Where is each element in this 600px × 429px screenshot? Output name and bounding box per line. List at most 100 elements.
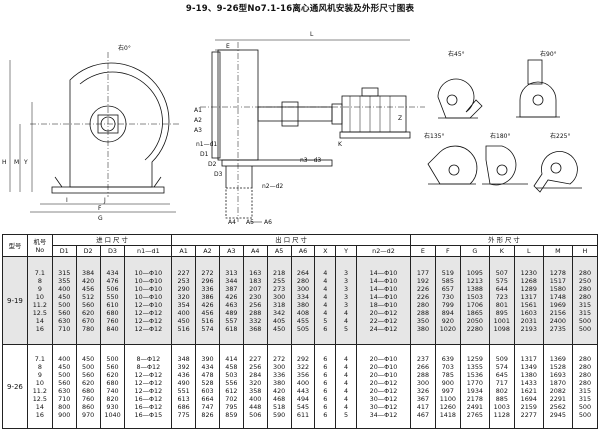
- col-header: X: [314, 245, 337, 257]
- col-header: E: [409, 245, 436, 257]
- front-view: [9, 52, 180, 213]
- cell-a5: 218 255 273 300 318 342 405 450: [266, 256, 292, 345]
- col-header: G: [459, 245, 490, 257]
- dim-n3d3-label: n3—d3: [300, 157, 321, 164]
- col-header: A5: [266, 245, 292, 257]
- cell-g: 1095 1213 1388 1503 1706 1865 2050 2280: [459, 256, 490, 345]
- table-header-group-row: 型号 机号 No 进 口 尺 寸 出 口 尺 寸 外 形 尺 寸: [2, 234, 599, 257]
- cell-a1: 348 392 436 490 551 613 686 775: [171, 344, 197, 429]
- col-header: A2: [195, 245, 220, 257]
- cell-k: 509 574 645 717 802 885 1003 1128: [488, 344, 515, 429]
- cell-d2: 450 500 560 620 680 760 860 970: [75, 344, 101, 429]
- cell-e: 177 192 226 226 280 288 350 380: [409, 256, 436, 345]
- col-header: A3: [218, 245, 244, 257]
- col-header: F: [434, 245, 461, 257]
- page-title: 9-19、9-26型No7.1-16离心通风机安装及外形尺寸图表: [185, 4, 415, 14]
- dim-a3-label: A3: [194, 127, 202, 134]
- cell-x: 4 4 4 4 4 4 5 6: [314, 256, 337, 345]
- cell-m: 1369 1528 1693 1870 2082 2291 2562 2945: [542, 344, 573, 429]
- cell-l: 1317 1349 1380 1433 1621 1694 2159 2277: [513, 344, 544, 429]
- dim-l-label: L: [310, 31, 314, 38]
- inlet-group-header: 进 口 尺 寸: [51, 234, 173, 246]
- col-type-header: 型号: [2, 234, 28, 257]
- group-9-19: 9-19 7.1 8 9 10 11.2 12.5 14 16 315 355 …: [2, 256, 599, 345]
- cell-n2d2: 14—Φ10 14—Φ10 14—Φ10 14—Φ10 18—Φ10 20—Φ1…: [355, 256, 411, 345]
- orientation-135: [427, 145, 478, 185]
- cell-d1: 400 450 500 560 630 710 800 900: [51, 344, 77, 429]
- dim-a4-label: A4: [228, 219, 236, 226]
- dim-f-label: F: [98, 205, 102, 212]
- dimension-table: 型号 机号 No 进 口 尺 寸 出 口 尺 寸 外 形 尺 寸 D1 D2 D…: [2, 234, 599, 429]
- dim-h-label: H: [2, 159, 7, 166]
- dim-n2d2-label: n2—d2: [262, 183, 283, 190]
- side-view: [200, 39, 425, 223]
- orientation-225: [533, 151, 582, 193]
- drawing-labels: 右0° H M Y I J F G L E A1 A2 A3 n1—d1 D1 …: [2, 31, 570, 226]
- col-header: A4: [242, 245, 268, 257]
- dim-j-label: J: [103, 197, 106, 204]
- col-header: n1—d1: [124, 245, 173, 257]
- cell-a4: 163 183 207 230 256 288 332 368: [242, 256, 268, 345]
- cell-y: 3 3 3 3 3 4 4 5: [335, 256, 357, 345]
- cell-y: 4 4 4 4 4 4 4 5: [335, 344, 357, 429]
- dim-y-label: Y: [23, 159, 28, 166]
- col-header: M: [542, 245, 573, 257]
- dim-g-label: G: [98, 215, 103, 222]
- installation-drawing: 右0° H M Y I J F G L E A1 A2 A3 n1—d1 D1 …: [2, 31, 582, 226]
- col-header: H: [571, 245, 599, 257]
- table-row: 9-26 7.1 8 9 10 11.2 12.5 14 16 400 450 …: [2, 344, 599, 429]
- cell-e: 237 266 288 300 326 367 417 467: [409, 344, 436, 429]
- dim-d3-label: D3: [214, 171, 223, 178]
- orientation-90-label: 右90°: [540, 50, 557, 58]
- cell-d1: 315 355 400 450 500 560 630 710: [51, 256, 77, 345]
- orientation-views: [427, 59, 582, 193]
- dim-m-label: M: [14, 159, 19, 166]
- dim-a6-label: A6: [264, 219, 272, 226]
- cell-n1d1: 8—Φ12 8—Φ12 12—Φ12 12—Φ12 12—Φ12 16—Φ12 …: [124, 344, 173, 429]
- outline-group-header: 外 形 尺 寸: [409, 234, 599, 246]
- cell-a1: 227 253 290 320 354 400 450 516: [171, 256, 197, 345]
- cell-no: 7.1 8 9 10 11.2 12.5 14 16: [26, 256, 53, 345]
- cell-d3: 434 476 506 550 610 680 760 840: [99, 256, 126, 345]
- table-row: 9-19 7.1 8 9 10 11.2 12.5 14 16 315 355 …: [2, 256, 599, 345]
- dim-k-label: K: [338, 141, 343, 148]
- orientation-45: [437, 78, 483, 119]
- cell-h: 280 280 280 280 315 315 500 500: [571, 344, 599, 429]
- dim-a5-label: A5: [246, 219, 254, 226]
- orientation-90: [516, 59, 560, 118]
- cell-h: 280 250 280 280 315 315 500 500: [571, 256, 599, 345]
- col-header: D2: [75, 245, 101, 257]
- cell-d3: 500 560 620 680 740 820 930 1040: [99, 344, 126, 429]
- orientation-225-label: 右225°: [550, 132, 570, 140]
- table-header-column-row: D1 D2 D3 n1—d1 A1 A2 A3 A4 A5 A6 X Y n2—…: [3, 245, 599, 257]
- dim-a1-label: A1: [194, 107, 202, 114]
- cell-no: 7.1 8 9 10 11.2 12.5 14 16: [26, 344, 53, 429]
- dim-i-label: I: [66, 197, 68, 204]
- cell-a3: 414 458 503 556 612 702 795 859: [218, 344, 244, 429]
- col-header: K: [488, 245, 515, 257]
- col-no-header: 机号 No: [26, 234, 53, 257]
- cell-l: 1230 1268 1289 1317 1561 1603 2031 2193: [513, 256, 544, 345]
- dim-n1d1-label: n1—d1: [196, 141, 217, 148]
- orientation-180-label: 右180°: [490, 132, 510, 140]
- dim-z-label: Z: [398, 115, 402, 122]
- cell-m: 1278 1517 1580 1748 1969 2156 2400 2735: [542, 256, 573, 345]
- cell-n1d1: 10—Φ10 10—Φ10 10—Φ10 10—Φ10 12—Φ10 12—Φ1…: [124, 256, 173, 345]
- col-header: D1: [51, 245, 77, 257]
- cell-k: 507 575 644 723 801 895 1001 1098: [488, 256, 515, 345]
- col-header: A6: [290, 245, 316, 257]
- group-name-cell: 9-19: [2, 256, 28, 345]
- outlet-group-header: 出 口 尺 寸: [171, 234, 411, 246]
- group-name-cell: 9-26: [2, 344, 28, 429]
- dim-e-label: E: [226, 43, 230, 50]
- cell-a3: 313 344 387 426 463 489 557 618: [218, 256, 244, 345]
- cell-a2: 272 296 336 386 426 456 516 574: [195, 256, 220, 345]
- col-header: L: [513, 245, 544, 257]
- orientation-45-label: 右45°: [448, 50, 465, 58]
- col-header: D3: [99, 245, 126, 257]
- dim-d1-label: D1: [200, 151, 209, 158]
- cell-f: 639 703 785 900 997 1100 1260 1418: [434, 344, 461, 429]
- dim-a2-label: A2: [194, 117, 202, 124]
- cell-a5: 272 300 336 380 420 468 518 590: [266, 344, 292, 429]
- cell-a2: 390 434 478 528 603 664 747 826: [195, 344, 220, 429]
